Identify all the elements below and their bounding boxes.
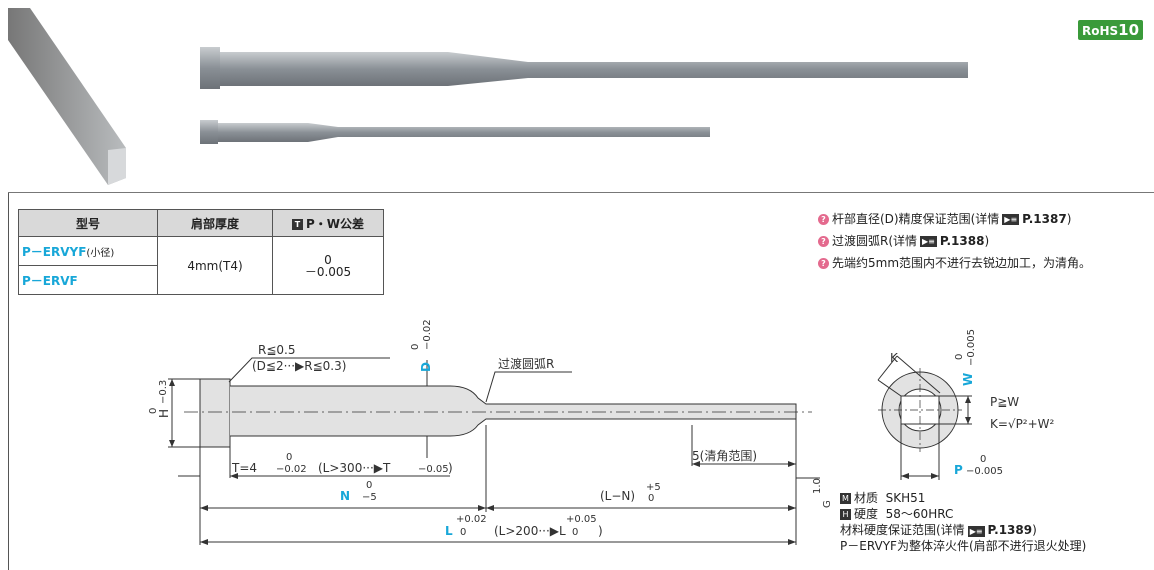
t-icon: T	[291, 218, 303, 230]
note-item: ?杆部直径(D)精度保证范围(详情▶≡P.1387)	[818, 208, 1091, 230]
w-label: W	[961, 373, 975, 386]
svg-text:−0.02: −0.02	[422, 319, 433, 350]
svg-text:+5: +5	[646, 482, 661, 493]
rohs-number: 10	[1118, 21, 1140, 39]
note-item: ?先端约5mm范围内不进行去锐边加工，为清角。	[818, 252, 1091, 274]
pin-note-icon: ?	[818, 235, 829, 247]
book-icon: ▶≡	[920, 235, 937, 247]
page-link[interactable]: P.1387	[1022, 212, 1067, 226]
svg-text:0: 0	[410, 344, 421, 350]
book-icon: ▶≡	[1002, 213, 1020, 225]
svg-text:−0.005: −0.005	[966, 466, 1003, 477]
col-model: 型号	[18, 209, 158, 237]
page-link[interactable]: P.1388	[939, 234, 985, 248]
page-link[interactable]: P.1389	[987, 523, 1033, 537]
rohs-label: RoHS	[1082, 24, 1119, 38]
cond-p-w: P≧W	[990, 395, 1019, 409]
treatment-note: P－ERVYF为整体淬火件(肩部不进行退火处理)	[840, 539, 1087, 553]
g-value: 1.0	[812, 478, 823, 494]
svg-text:−0.005: −0.005	[966, 329, 977, 366]
col-thickness: 肩部厚度	[157, 209, 273, 237]
ln-label: (L−N)	[600, 489, 635, 503]
rohs-badge: RoHS10	[1078, 20, 1144, 40]
thickness-cell: 4mm(T4)	[157, 236, 273, 295]
tolerance-cell: 0－0.005	[272, 236, 384, 295]
svg-text:0: 0	[366, 480, 372, 491]
svg-text:−5: −5	[362, 492, 377, 503]
pin-illustration	[8, 8, 968, 185]
svg-text:−0.02: −0.02	[276, 464, 307, 475]
svg-text:+0.02: +0.02	[456, 514, 487, 525]
t-label: T=4	[231, 461, 257, 475]
svg-text:0: 0	[572, 527, 578, 538]
book-icon: ▶≡	[967, 526, 985, 537]
svg-text:0: 0	[460, 527, 466, 538]
l-note: (L>200···▶L	[494, 524, 566, 538]
svg-text:0: 0	[148, 408, 159, 414]
transition-label: 过渡圆弧R	[498, 356, 554, 371]
svg-text:−0.3: −0.3	[158, 380, 169, 404]
notes-list: ?杆部直径(D)精度保证范围(详情▶≡P.1387) ?过渡圆弧R(详情▶≡P.…	[818, 208, 1091, 274]
d-label: D	[419, 362, 433, 372]
page-frame	[8, 0, 1153, 570]
note-item: ?过渡圆弧R(详情▶≡P.1388)	[818, 230, 1091, 252]
g-label: G	[822, 500, 833, 508]
k-label: K	[890, 351, 899, 365]
product-photo: RoHS10	[8, 0, 1154, 193]
r-note: (D≦2···▶R≦0.3)	[252, 359, 346, 373]
svg-text:0: 0	[980, 454, 986, 465]
m-icon: M	[840, 493, 851, 504]
h-label: H	[157, 409, 171, 418]
model-cell[interactable]: P－ERVF	[18, 265, 158, 295]
svg-text:+0.05: +0.05	[566, 514, 597, 525]
t-note: (L>300···▶T	[318, 461, 391, 475]
svg-text:0: 0	[954, 354, 965, 360]
svg-text:0: 0	[648, 493, 654, 504]
svg-text:−0.05: −0.05	[418, 464, 449, 475]
svg-text:0: 0	[286, 452, 292, 463]
pin-note-icon: ?	[818, 213, 829, 225]
r-label: R≦0.5	[258, 343, 295, 357]
pin-closeup	[8, 8, 126, 185]
svg-text:): )	[448, 461, 453, 475]
p-label: P	[954, 463, 963, 477]
hardness-note: 材料硬度保证范围(详情▶≡P.1389)	[840, 523, 1037, 537]
model-cell[interactable]: P－ERVYF(小径)	[18, 236, 158, 266]
svg-text:): )	[598, 524, 603, 538]
pin-note-icon: ?	[818, 257, 829, 269]
cond-k: K=√P²+W²	[990, 417, 1055, 431]
pin-large	[220, 52, 968, 86]
clear-range-label: 5(清角范围)	[692, 449, 757, 463]
l-label: L	[445, 524, 453, 538]
pin-small	[218, 123, 710, 142]
n-label: N	[340, 489, 350, 503]
h-icon: H	[840, 509, 851, 520]
